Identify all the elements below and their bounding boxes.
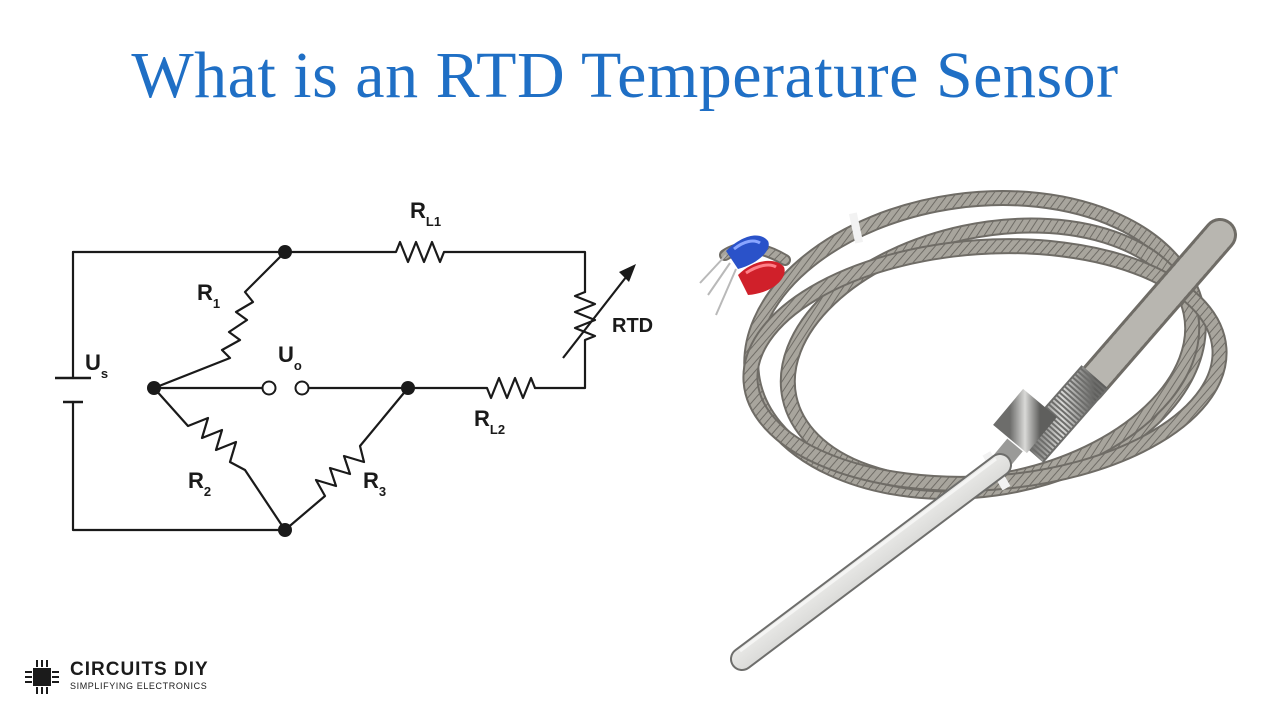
lead-wires [699,254,737,316]
chip-icon [25,660,59,694]
cable-tie [848,212,864,244]
label-uo: Uo [278,342,302,373]
logo-tagline: SIMPLIFYING ELECTRONICS [70,681,208,691]
red-terminal [738,260,785,295]
label-us: Us [85,350,108,381]
label-r3: R3 [363,468,386,499]
uo-terminal-right [294,380,310,396]
circuits-diy-logo: CIRCUITS DIY SIMPLIFYING ELECTRONICS [22,655,262,699]
rtd-arrow-head [619,264,636,282]
uo-terminal-left [261,380,277,396]
label-rtd: RTD [612,315,653,337]
blue-terminal [726,235,769,269]
braided-cable [719,190,1228,500]
label-r1: R1 [197,280,220,311]
circuit-wires [71,240,597,532]
label-r2: R2 [188,468,211,499]
logo-brand: CIRCUITS DIY [70,659,209,680]
spring-strain-relief [1071,218,1237,404]
label-rl2: RL2 [474,406,505,437]
bridge-circuit-diagram: RL1 R1 RTD Us Uo RL2 R2 R3 [55,198,653,537]
page-title: What is an RTD Temperature Sensor [131,39,1119,112]
probe-sheath [730,453,1012,671]
rtd-variable-arrow [562,271,631,359]
junction-right [401,381,415,395]
junction-left [147,381,161,395]
rtd-probe-photo [699,190,1237,671]
junction-bottom [278,523,292,537]
junction-top [278,245,292,259]
label-rl1: RL1 [410,198,441,229]
